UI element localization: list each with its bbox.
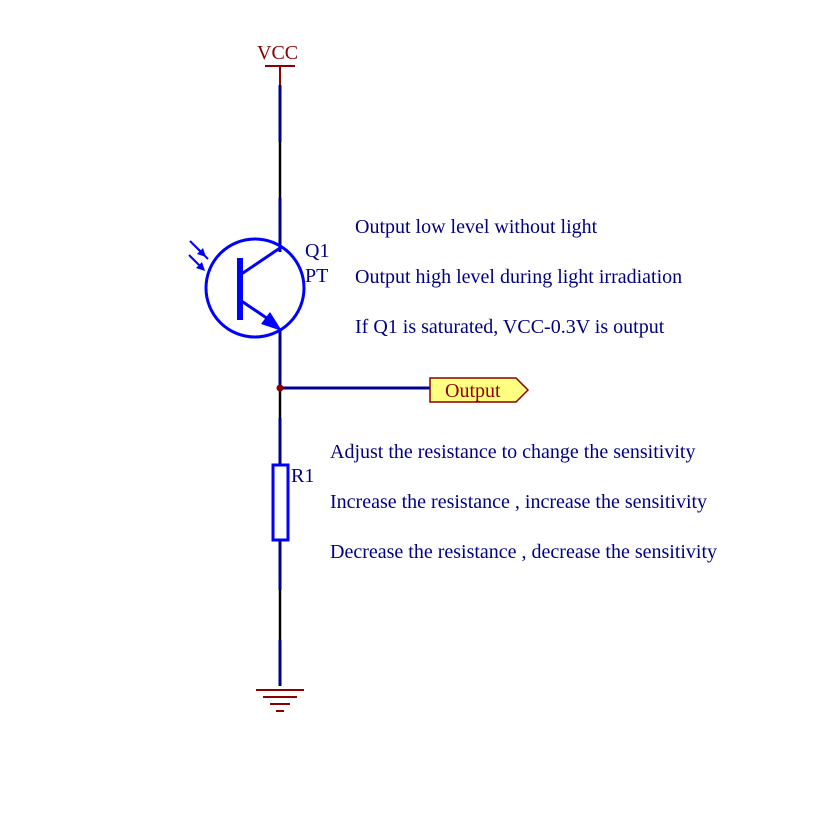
vcc-power-port: VCC xyxy=(257,42,298,85)
note-adjust-resistance: Adjust the resistance to change the sens… xyxy=(330,441,695,463)
phototransistor-symbol: Q1 PT xyxy=(188,237,329,339)
q1-collector-lead xyxy=(239,246,281,277)
note-no-light: Output low level without light xyxy=(355,216,598,238)
output-port-label: Output xyxy=(445,380,501,402)
output-port: Output xyxy=(429,377,530,403)
ground-symbol xyxy=(256,689,304,712)
note-decrease-resistance: Decrease the resistance , decrease the s… xyxy=(330,541,717,563)
light-rays-icon xyxy=(188,240,209,271)
note-light-irradiation: Output high level during light irradiati… xyxy=(355,266,682,288)
q1-value: PT xyxy=(305,265,328,287)
note-saturation: If Q1 is saturated, VCC-0.3V is output xyxy=(355,316,665,338)
q1-emitter-arrow-icon xyxy=(261,312,282,331)
resistor-symbol: R1 xyxy=(271,463,314,542)
q1-designator: Q1 xyxy=(305,240,329,262)
output-port-arrow xyxy=(429,377,530,403)
note-increase-resistance: Increase the resistance , increase the s… xyxy=(330,491,707,513)
r1-body xyxy=(271,463,290,542)
wires xyxy=(278,85,430,686)
light-notes: Output low level without light Output hi… xyxy=(355,216,682,338)
q1-body-circle xyxy=(204,237,306,339)
vcc-label: VCC xyxy=(257,42,298,64)
output-junction-dot xyxy=(276,384,284,392)
r1-designator: R1 xyxy=(291,465,314,487)
resistance-notes: Adjust the resistance to change the sens… xyxy=(330,441,717,563)
